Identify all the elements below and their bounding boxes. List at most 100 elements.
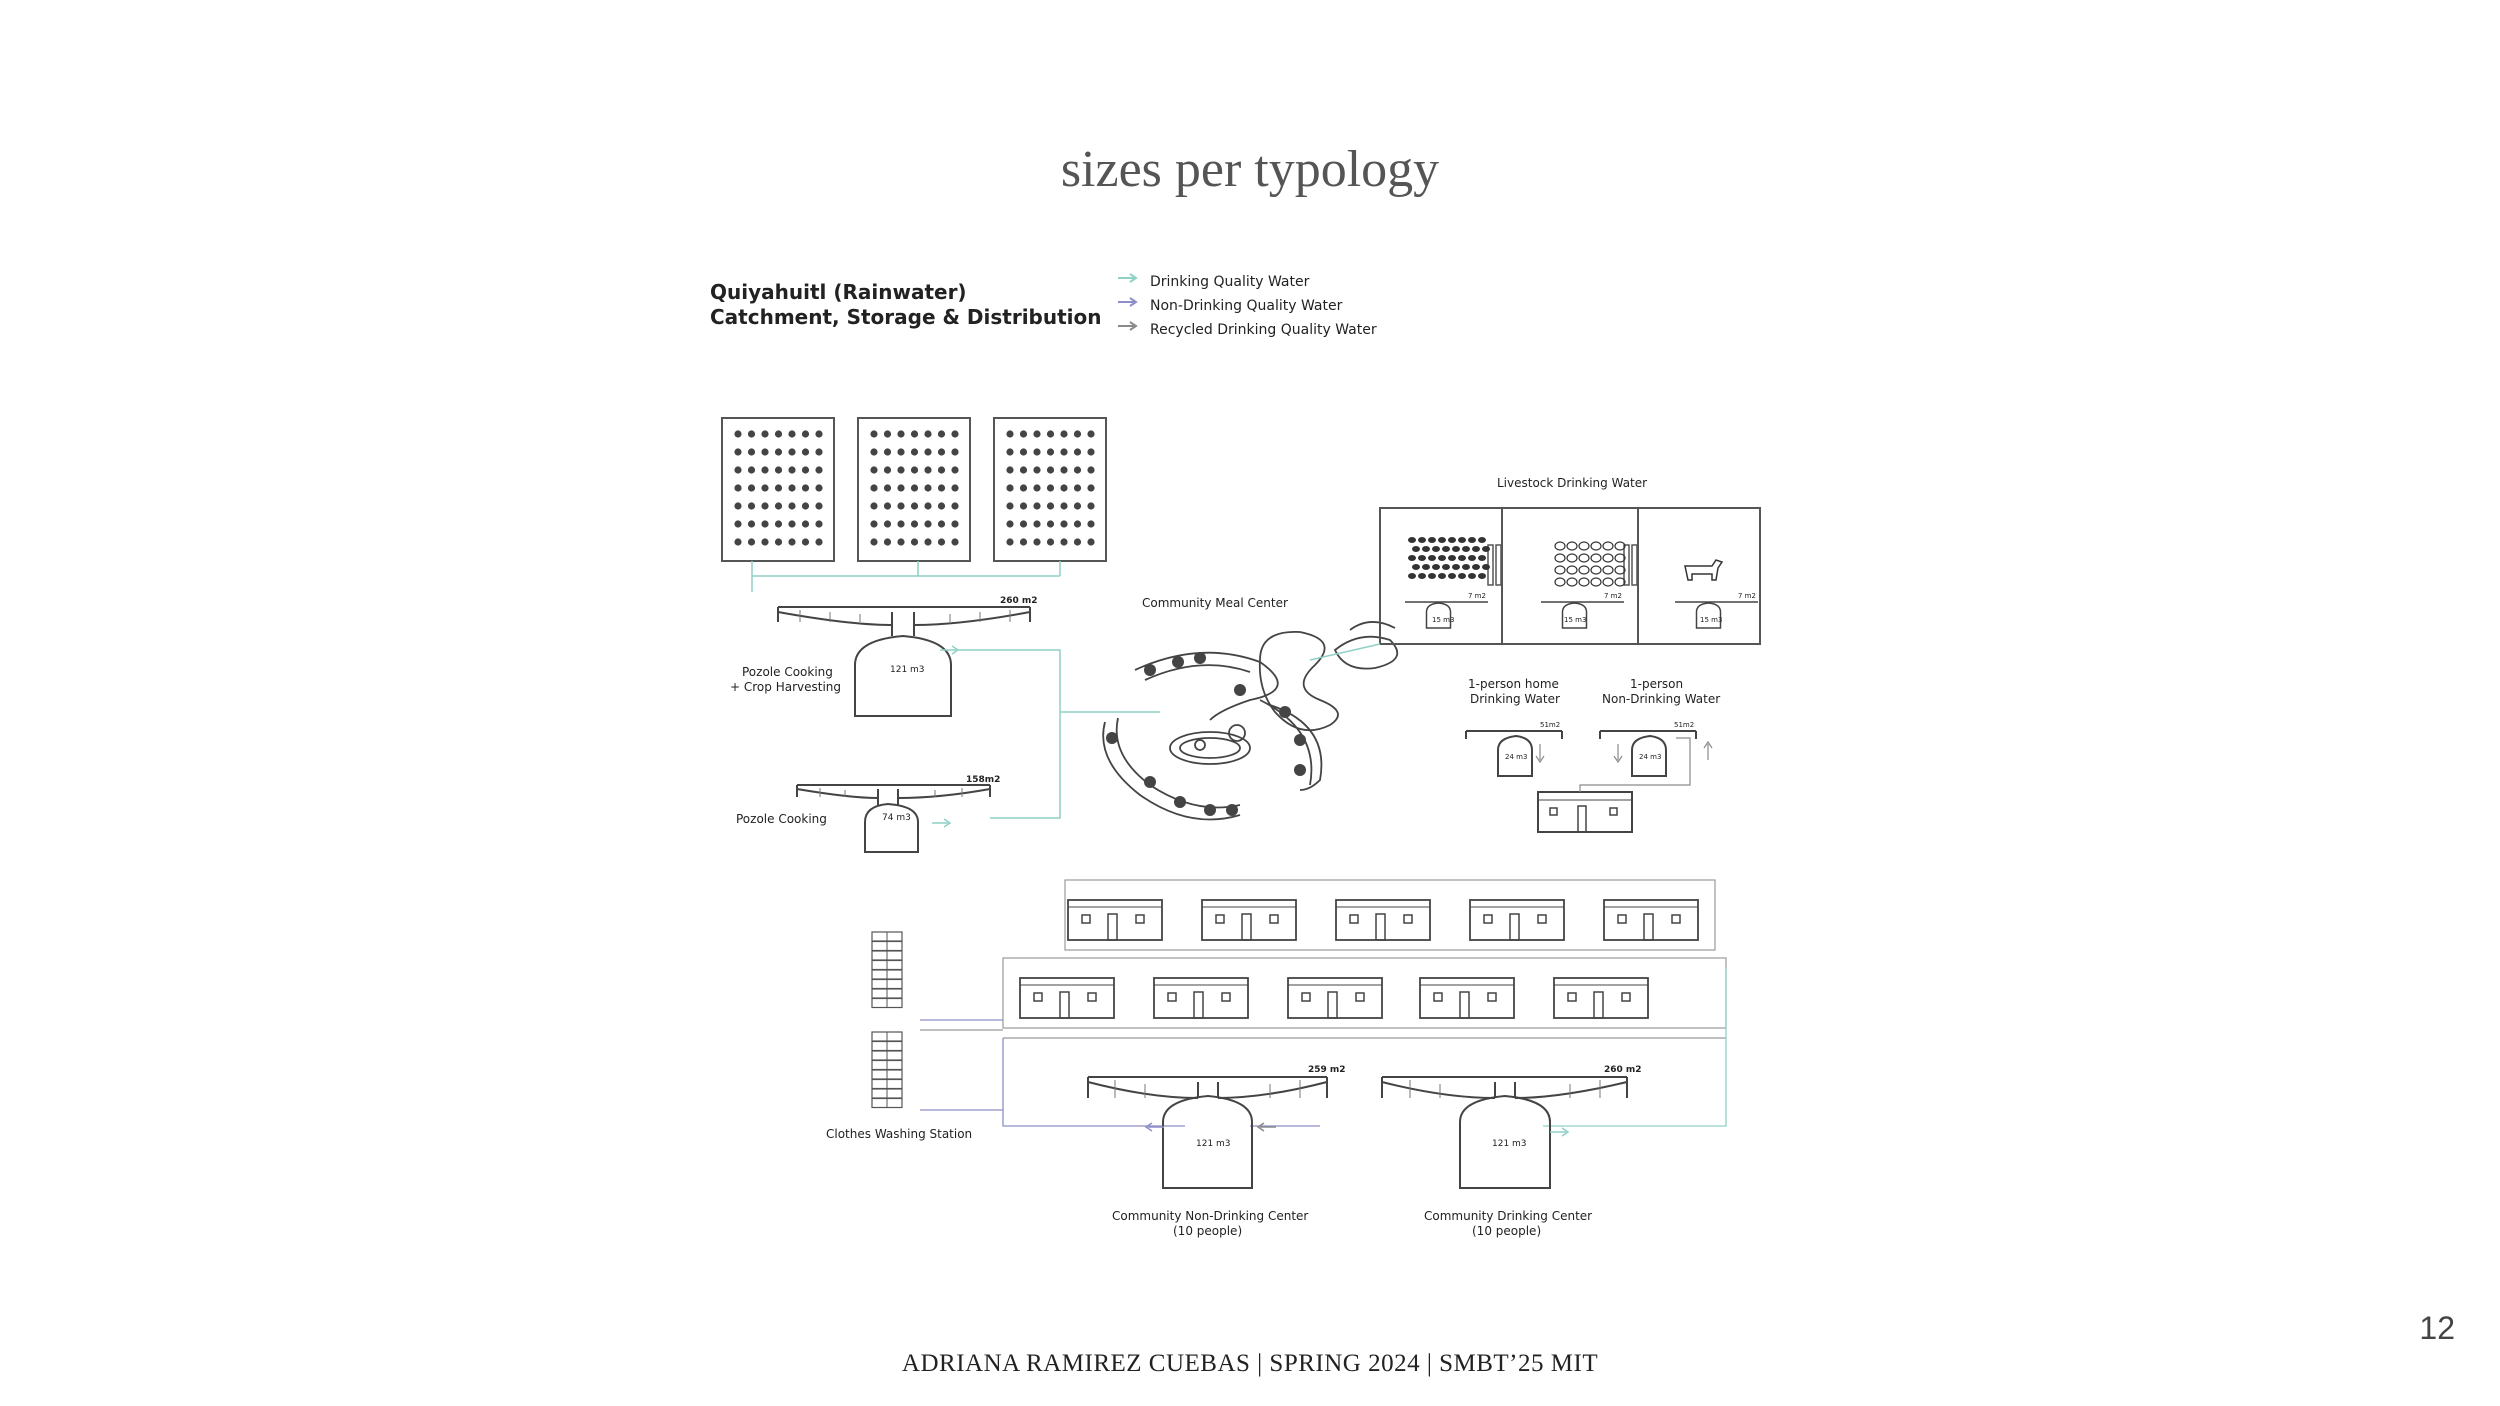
sheep-icon [1554,565,1566,575]
sheep-icon [1566,541,1578,551]
plant-icon [801,466,810,474]
pozole-label: Pozole Cooking [736,812,827,826]
plant-icon [937,538,946,546]
sheep-icon [1602,541,1614,551]
plant-icon [734,502,742,510]
plant-icon [1087,502,1095,510]
livestock-tank-2-volume: 15 m3 [1564,616,1586,624]
plant-icon [870,484,878,492]
diagram-heading-line2: Catchment, Storage & Distribution [710,305,1102,329]
plant-icon [1033,538,1041,546]
plant-icon [1073,484,1082,492]
plant-icon [1073,430,1082,438]
single-home-pipes [1579,737,1691,792]
plant-icon [747,502,756,510]
hen-icon [1422,564,1430,570]
sheep-icon [1554,577,1566,587]
hen-icon [1458,555,1466,561]
community-houses [1019,899,1699,1019]
plant-icon [924,538,932,546]
hen-icon [1458,537,1466,543]
plant-icon [774,520,783,528]
hen-icon [1468,573,1476,579]
plant-icon [1006,520,1014,528]
hen-icon [1438,537,1446,543]
drinking-center-roof: 260 m2 [1604,1065,1642,1075]
hen-icon [1472,564,1480,570]
plant-icon [1019,430,1028,438]
plant-icon [788,448,796,456]
sheep-icon [1602,565,1614,575]
home-non-drinking-label-line1: 1-person [1630,677,1683,691]
home-drinking-roof: 51m2 [1540,721,1560,729]
plant-icon [788,430,796,438]
plant-icon [870,502,878,510]
sheep-icon [1590,577,1602,587]
arrow-icon [940,645,960,655]
plant-icon [897,484,905,492]
hen-icon [1482,546,1490,552]
water-tank [1561,602,1588,629]
plant-icon [870,538,878,546]
hen-icon [1448,537,1456,543]
plant-icon [910,520,919,528]
house [1553,977,1649,1019]
hen-icon [1462,546,1470,552]
plant-icon [801,520,810,528]
plant-icon [897,520,905,528]
plant-icon [815,430,823,438]
down-arrow-icon [1613,744,1623,764]
hen-icon [1428,537,1436,543]
plant-icon [1087,520,1095,528]
hen-icon [1472,546,1480,552]
plant-icon [1033,484,1041,492]
livestock-pipes [1309,643,1381,661]
plant-icon [1033,520,1041,528]
pozole-volume: 74 m3 [882,813,911,823]
plant-icon [815,466,823,474]
plant-icon [815,448,823,456]
crop-field [993,417,1107,562]
plant-icon [1073,466,1082,474]
plant-icon [1019,448,1028,456]
plant-icon [924,430,932,438]
hen-icon [1408,537,1416,543]
hen-icon [1442,546,1450,552]
hen-icon [1478,573,1486,579]
sheep-icon [1578,553,1590,563]
non-drinking-center-volume: 121 m3 [1196,1139,1231,1149]
hen-icon [1462,564,1470,570]
community-center-tanks [1087,1076,1628,1189]
plant-icon [870,520,878,528]
plant-icon [788,520,796,528]
plant-icon [1046,520,1055,528]
plant-icon [774,484,783,492]
plant-icon [801,484,810,492]
sheep-icon [1602,553,1614,563]
plant-icon [924,466,932,474]
pozole-crop-label-line1: Pozole Cooking [742,665,833,679]
plant-icon [951,430,959,438]
plant-icon [883,466,892,474]
water-tank [1497,734,1533,777]
legend-label-non-drinking: Non-Drinking Quality Water [1150,298,1343,314]
plant-icon [910,430,919,438]
single-home-systems [1465,730,1697,833]
house [1537,791,1633,833]
plant-icon [774,538,783,546]
plant-icon [1060,520,1068,528]
non-drinking-center-label-line2: (10 people) [1173,1224,1242,1238]
house [1335,899,1431,941]
plant-icon [801,430,810,438]
plant-icon [910,448,919,456]
plant-icon [951,448,959,456]
plant-icon [1060,430,1068,438]
plant-icon [951,484,959,492]
plant-icon [937,430,946,438]
house [1019,977,1115,1019]
plant-icon [815,538,823,546]
crop-field [857,417,971,562]
plant-icon [910,484,919,492]
sheep-icon [1614,553,1626,563]
plant-icon [815,520,823,528]
